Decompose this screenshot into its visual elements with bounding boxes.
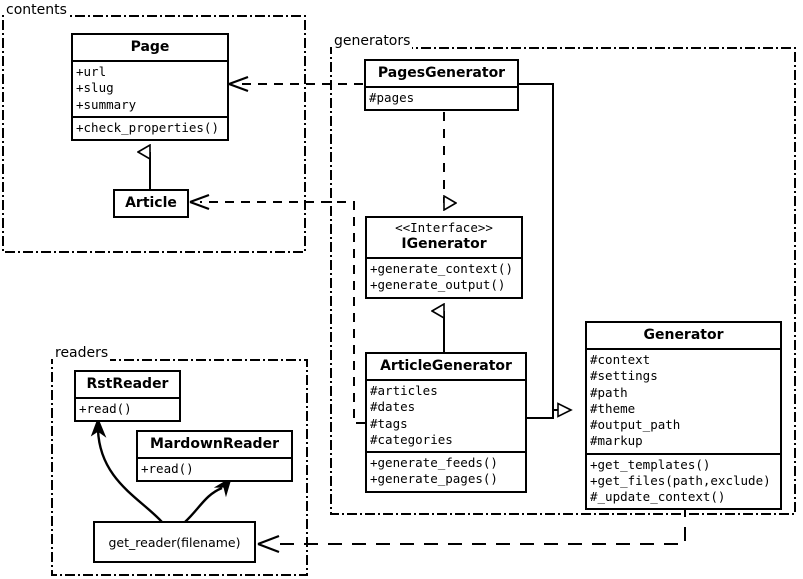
class-attribute: #dates (370, 399, 416, 415)
class-attribute: +summary (76, 96, 137, 112)
class-method: +get_files(path,exclude) (590, 472, 771, 488)
class-methods-page: +check_properties() (73, 115, 227, 139)
class-box-article[interactable]: Article (113, 189, 189, 219)
class-attribute: #theme (590, 400, 636, 416)
class-box-article-generator[interactable]: ArticleGenerator #articles #dates #tags … (365, 352, 527, 493)
class-method: +check_properties() (76, 119, 219, 135)
edge-articlegenerator-depends-article (189, 193, 365, 424)
class-attribute: #tags (370, 415, 408, 431)
class-methods-article-generator: +generate_feeds() +generate_pages() (367, 451, 525, 491)
edge-pagesgenerator-depends-page (228, 75, 363, 93)
function-box-get-reader[interactable]: get_reader(filename) (93, 521, 256, 563)
class-title-rst-reader: RstReader (86, 376, 169, 392)
class-methods-mardown-reader: +read() (138, 457, 291, 480)
class-attribute: #articles (370, 383, 438, 399)
package-label-generators: generators (332, 33, 413, 49)
class-attributes-pages-generator: #pages (366, 86, 517, 109)
class-method: +generate_pages() (370, 471, 498, 487)
class-attribute: #markup (590, 433, 643, 449)
edge-generator-depends-getreader (257, 503, 686, 554)
class-title-generator: Generator (643, 327, 724, 343)
class-title-mardown-reader: MardownReader (150, 436, 279, 452)
class-attribute: +slug (76, 80, 114, 96)
class-method: +generate_context() (370, 261, 513, 277)
class-attribute: +url (76, 64, 107, 80)
class-method: #_update_context() (590, 489, 726, 505)
class-attribute: #pages (369, 90, 415, 106)
class-stereotype-igenerator: <<Interface>> (395, 220, 493, 235)
class-attribute: #path (590, 384, 628, 400)
class-box-generator[interactable]: Generator #context #settings #path #them… (585, 321, 782, 511)
class-title-igenerator: IGenerator (401, 236, 487, 252)
class-method: +read() (79, 401, 132, 417)
class-attribute: #context (590, 352, 651, 368)
class-method: +generate_feeds() (370, 455, 498, 471)
class-header-igenerator: <<Interface>> IGenerator (367, 218, 521, 257)
class-method: +get_templates() (590, 456, 711, 472)
class-title-article-generator: ArticleGenerator (380, 358, 512, 374)
class-methods-igenerator: +generate_context() +generate_output() (367, 257, 521, 297)
class-box-mardown-reader[interactable]: MardownReader +read() (136, 430, 293, 483)
class-methods-rst-reader: +read() (76, 397, 179, 420)
class-title-page: Page (130, 39, 170, 55)
class-attributes-page: +url +slug +summary (73, 60, 227, 116)
class-attributes-generator: #context #settings #path #theme #output_… (587, 348, 780, 453)
class-method: +read() (141, 461, 194, 477)
edge-getreader-returns-mardownreader (184, 476, 233, 523)
function-label-get-reader: get_reader(filename) (108, 534, 241, 550)
package-label-contents: contents (4, 2, 69, 18)
class-method: +generate_output() (370, 277, 506, 293)
class-methods-generator: +get_templates() +get_files(path,exclude… (587, 452, 780, 509)
class-attribute: #settings (590, 368, 658, 384)
class-attribute: #output_path (590, 417, 681, 433)
edge-articlegenerator-inherits-generator (527, 410, 554, 419)
class-box-pages-generator[interactable]: PagesGenerator #pages (364, 59, 519, 112)
class-title-pages-generator: PagesGenerator (377, 65, 506, 81)
class-box-igenerator[interactable]: <<Interface>> IGenerator +generate_conte… (365, 216, 523, 299)
class-box-page[interactable]: Page +url +slug +summary +check_properti… (71, 33, 229, 142)
class-box-rst-reader[interactable]: RstReader +read() (74, 370, 181, 423)
package-label-readers: readers (53, 345, 111, 361)
class-attribute: #categories (370, 431, 453, 447)
class-title-article: Article (125, 195, 177, 211)
class-attributes-article-generator: #articles #dates #tags #categories (367, 379, 525, 451)
